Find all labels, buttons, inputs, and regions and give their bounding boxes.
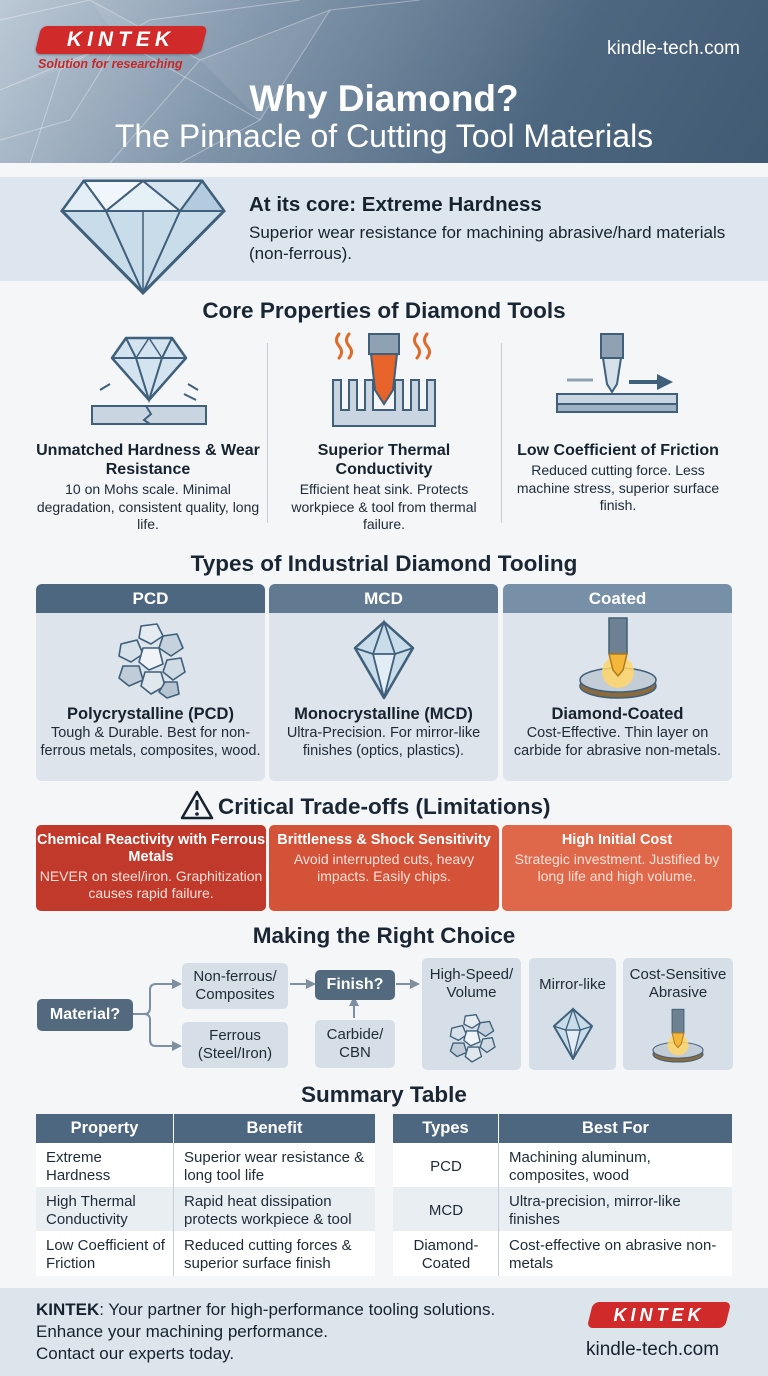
type-tab-coated: Coated	[503, 584, 732, 613]
summary-title: Summary Table	[301, 1082, 467, 1107]
option-cost-sensitive: Cost-Sensitive Abrasive	[623, 958, 733, 1070]
type-tab-pcd: PCD	[36, 584, 265, 613]
type-name-coated: Diamond-Coated	[551, 705, 684, 723]
nonferrous-node: Non-ferrous/ Composites	[182, 963, 288, 1009]
table-cell: Machining aluminum, composites, wood	[509, 1149, 651, 1184]
property-hardness-title: Unmatched Hardness & Wear Resistance	[36, 442, 260, 478]
type-tab-mcd: MCD	[269, 584, 498, 613]
tradeoff-cost-title: High Initial Cost	[561, 832, 673, 848]
carbide-node: Carbide/ CBN	[315, 1020, 395, 1068]
tradeoff-brittleness-title: Brittleness & Shock Sensitivity	[277, 832, 491, 848]
divider	[501, 343, 502, 523]
footer-line2: Enhance your machining performance.	[36, 1322, 328, 1341]
type-card-mcd: MCD Monocrystalline (MCD) Ultra-Precisio…	[269, 584, 498, 781]
polycrystal-icon	[449, 1014, 496, 1063]
tradeoffs-title: Critical Trade-offs (Limitations)	[218, 794, 551, 819]
polycrystal-icon	[118, 623, 186, 699]
monocrystal-icon	[353, 619, 415, 700]
page-title: Why Diamond?	[249, 78, 519, 119]
core-heading: At its core: Extreme Hardness	[249, 193, 542, 216]
warning-icon	[180, 790, 214, 820]
finish-node: Finish?	[315, 970, 395, 1000]
table-cell: Reduced cutting forces & superior surfac…	[184, 1237, 352, 1272]
type-text-coated: Cost-Effective. Thin layer on carbide fo…	[513, 725, 722, 759]
coated-tool-icon	[579, 617, 657, 699]
types-bestfor-table: Types Best For PCD Machining aluminum, c…	[393, 1114, 732, 1276]
tradeoff-brittleness-text: Avoid interrupted cuts, heavy impacts. E…	[293, 851, 475, 884]
material-node: Material?	[37, 999, 133, 1031]
option-cost-sensitive-label: Cost-Sensitive Abrasive	[629, 966, 727, 1001]
property-hardness-text: 10 on Mohs scale. Minimal degradation, c…	[36, 481, 260, 532]
page-subtitle: The Pinnacle of Cutting Tool Materials	[114, 118, 654, 154]
tagline: Solution for researching	[38, 57, 183, 71]
tradeoff-cost-text: Strategic investment. Justified by long …	[514, 851, 720, 884]
table-cell: Low Coefficient of Friction	[46, 1237, 165, 1272]
option-mirror-like: Mirror-like	[529, 958, 616, 1070]
tradeoff-brittleness: Brittleness & Shock Sensitivity Avoid in…	[269, 825, 499, 911]
table-cell: Diamond-Coated	[413, 1237, 479, 1272]
table-cell: PCD	[430, 1158, 462, 1175]
choice-title: Making the Right Choice	[252, 923, 516, 948]
tradeoff-reactivity-text: NEVER on steel/iron. Graphitization caus…	[39, 868, 263, 901]
property-friction-title: Low Coefficient of Friction	[517, 442, 719, 459]
tool-friction-icon	[556, 333, 678, 413]
footer-line1: : Your partner for high-performance tool…	[99, 1300, 496, 1319]
table-cell: Rapid heat dissipation protects workpiec…	[184, 1193, 352, 1228]
tradeoff-reactivity: Chemical Reactivity with Ferrous Metals …	[36, 825, 266, 911]
website-link[interactable]: kindle-tech.com	[606, 38, 740, 59]
table-header-property: Property	[36, 1114, 173, 1143]
option-mirror-like-label: Mirror-like	[539, 976, 606, 993]
tradeoff-cost: High Initial Cost Strategic investment. …	[502, 825, 732, 911]
table-cell: Extreme Hardness	[46, 1149, 111, 1184]
property-thermal-text: Efficient heat sink. Protects workpiece …	[291, 481, 477, 532]
property-hardness: Unmatched Hardness & Wear Resistance 10 …	[33, 441, 263, 534]
table-cell: MCD	[428, 1202, 464, 1219]
header-banner: KINTEK Solution for researching kindle-t…	[0, 0, 768, 163]
monocrystal-icon	[552, 1007, 593, 1060]
table-header-types: Types	[393, 1114, 498, 1143]
option-high-speed-label: High-Speed/ Volume	[429, 966, 514, 1001]
table-cell: High Thermal Conductivity	[46, 1193, 136, 1228]
footer-kintek-logo[interactable]: KINTEK	[586, 1302, 732, 1328]
tradeoff-reactivity-title: Chemical Reactivity with Ferrous Metals	[36, 832, 266, 865]
type-name-mcd: Monocrystalline (MCD)	[294, 705, 473, 723]
type-text-mcd: Ultra-Precision. For mirror-like finishe…	[286, 725, 481, 759]
coated-tool-icon	[652, 1008, 704, 1063]
type-card-pcd: PCD Polycrystalline (PCD) Tough & Durabl…	[36, 584, 265, 781]
type-text-pcd: Tough & Durable. Best for non-ferrous me…	[40, 725, 261, 759]
option-high-speed: High-Speed/ Volume	[422, 958, 521, 1070]
kintek-logo[interactable]: KINTEK	[34, 26, 208, 54]
core-hardness-panel: At its core: Extreme Hardness Superior w…	[0, 177, 768, 295]
heat-sink-icon	[332, 332, 436, 427]
footer: KINTEK: Your partner for high-performanc…	[0, 1288, 768, 1376]
property-thermal-title: Superior Thermal Conductivity	[317, 442, 451, 478]
divider	[267, 343, 268, 523]
footer-line3: Contact our experts today.	[36, 1344, 235, 1363]
table-cell: Cost-effective on abrasive non-metals	[509, 1237, 717, 1272]
ferrous-node: Ferrous (Steel/Iron)	[182, 1022, 288, 1068]
core-text: Superior wear resistance for machining a…	[249, 223, 726, 263]
table-cell: Superior wear resistance & long tool lif…	[184, 1149, 365, 1184]
type-name-pcd: Polycrystalline (PCD)	[67, 705, 234, 723]
table-cell: Ultra-precision, mirror-like finishes	[509, 1193, 681, 1228]
property-benefit-table: Property Benefit Extreme Hardness Superi…	[36, 1114, 375, 1276]
footer-brand: KINTEK	[36, 1300, 100, 1319]
footer-text: KINTEK: Your partner for high-performanc…	[36, 1299, 495, 1365]
footer-website-link[interactable]: kindle-tech.com	[586, 1339, 720, 1360]
properties-title: Core Properties of Diamond Tools	[202, 298, 566, 323]
flow-connectors	[130, 979, 420, 1051]
types-title: Types of Industrial Diamond Tooling	[190, 551, 578, 576]
diamond-icon	[60, 179, 226, 295]
diamond-impact-icon	[91, 336, 207, 425]
property-friction-text: Reduced cutting force. Less machine stre…	[516, 462, 720, 513]
table-header-benefit: Benefit	[174, 1114, 375, 1143]
property-thermal: Superior Thermal Conductivity Efficient …	[269, 441, 499, 534]
property-friction: Low Coefficient of Friction Reduced cutt…	[503, 441, 733, 515]
table-header-best-for: Best For	[499, 1114, 732, 1143]
type-card-coated: Coated Diamond-Coated Cost-Effective. Th…	[503, 584, 732, 781]
